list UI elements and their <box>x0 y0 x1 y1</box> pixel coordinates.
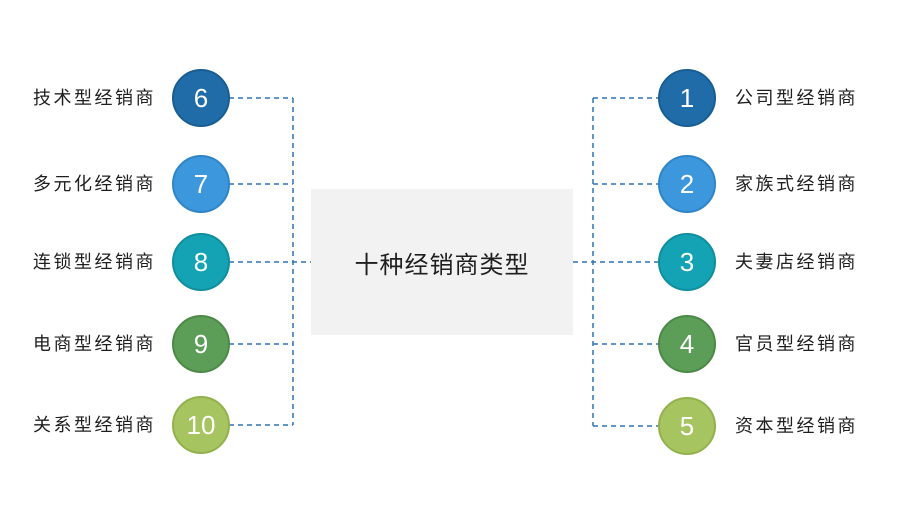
label-right-1: 公司型经销商 <box>735 88 858 108</box>
circle-3: 3 <box>658 233 716 291</box>
circle-number: 1 <box>679 82 695 113</box>
circle-number: 10 <box>186 409 216 440</box>
circle-6: 6 <box>172 69 230 127</box>
label-right-3: 夫妻店经销商 <box>735 252 858 272</box>
label-right-5: 资本型经销商 <box>735 416 858 436</box>
circle-2: 2 <box>658 155 716 213</box>
circle-number: 7 <box>193 168 209 199</box>
circle-number: 4 <box>679 328 695 359</box>
circle-9: 9 <box>172 315 230 373</box>
circle-1: 1 <box>658 69 716 127</box>
circle-number: 2 <box>679 168 695 199</box>
label-left-4: 电商型经销商 <box>33 334 156 354</box>
label-right-4: 官员型经销商 <box>735 334 858 354</box>
label-left-2: 多元化经销商 <box>33 174 156 194</box>
center-title-box: 十种经销商类型 <box>311 189 573 335</box>
label-right-2: 家族式经销商 <box>735 174 858 194</box>
circle-5: 5 <box>658 397 716 455</box>
circle-4: 4 <box>658 315 716 373</box>
circle-number: 9 <box>193 328 209 359</box>
label-left-1: 技术型经销商 <box>33 88 156 108</box>
circle-10: 10 <box>172 396 230 454</box>
circle-number: 8 <box>193 246 209 277</box>
diagram-title: 十种经销商类型 <box>354 251 530 279</box>
circle-7: 7 <box>172 155 230 213</box>
circle-number: 6 <box>193 82 209 113</box>
label-left-3: 连锁型经销商 <box>33 252 156 272</box>
label-left-5: 关系型经销商 <box>33 415 156 435</box>
circle-8: 8 <box>172 233 230 291</box>
circle-number: 3 <box>679 246 695 277</box>
circle-number: 5 <box>679 410 695 441</box>
